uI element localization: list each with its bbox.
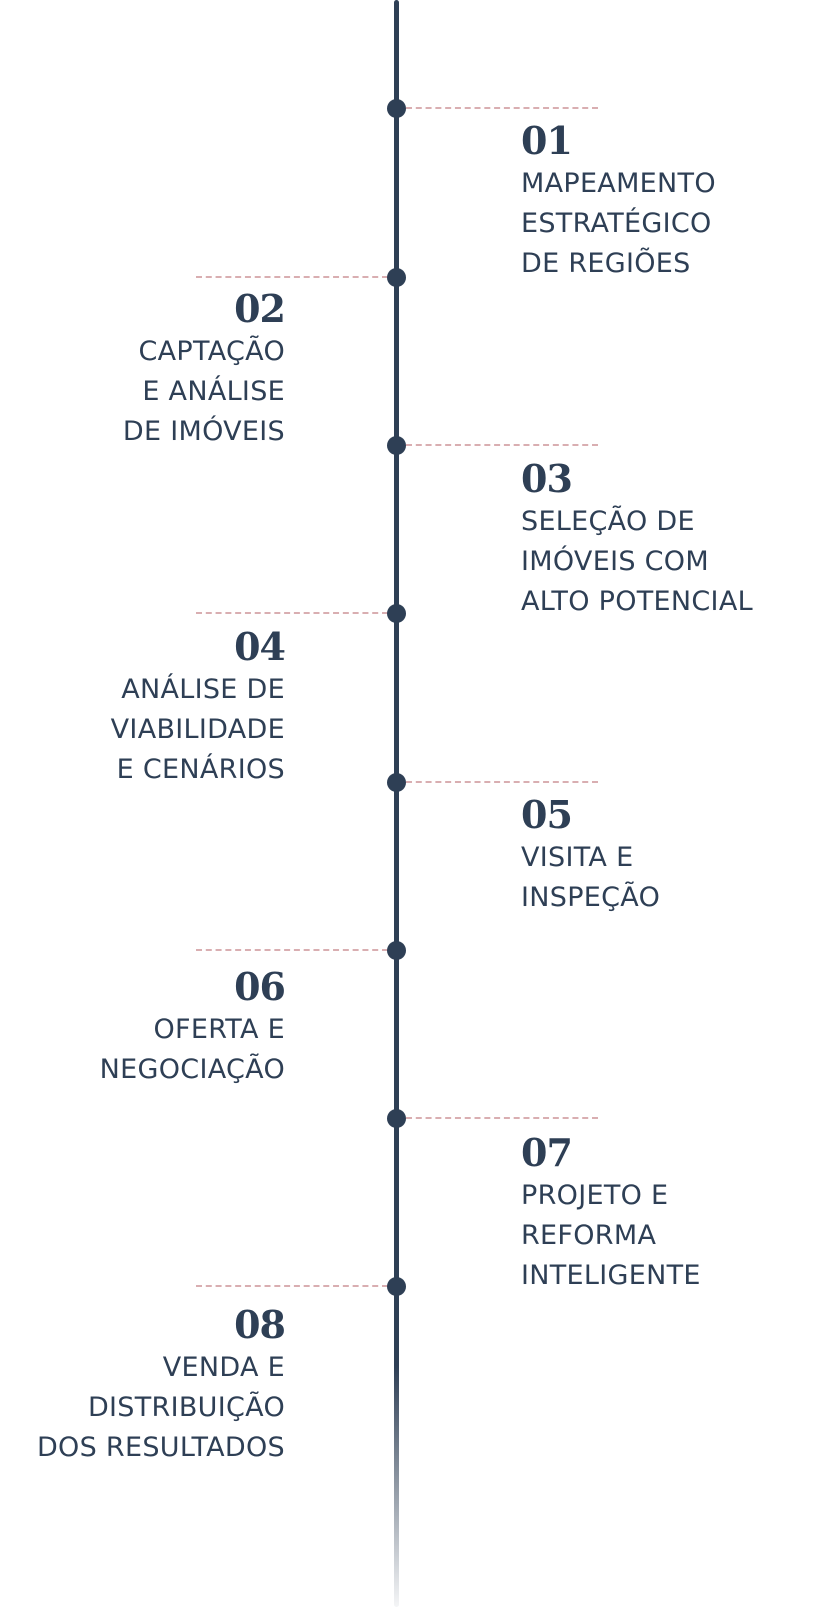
step-label-line: CAPTAÇÃO <box>138 336 285 367</box>
step-number: 04 <box>234 624 286 669</box>
step-label-line: E CENÁRIOS <box>116 754 285 785</box>
step-number: 05 <box>521 792 573 837</box>
connector-dash <box>196 1285 388 1287</box>
step-label-line: INSPEÇÃO <box>521 882 661 913</box>
step-label-line: NEGOCIAÇÃO <box>99 1054 285 1085</box>
connector-dash <box>406 107 598 109</box>
step-number: 01 <box>521 118 573 163</box>
step-label-line: MAPEAMENTO <box>521 168 716 199</box>
timeline-dot <box>387 604 406 623</box>
connector-dash <box>406 444 598 446</box>
timeline-step-02: 02 CAPTAÇÃO E ANÁLISE DE IMÓVEIS <box>0 286 286 452</box>
step-label-line: DOS RESULTADOS <box>36 1432 285 1463</box>
timeline-step-07: 07 PROJETO E REFORMA INTELIGENTE <box>521 1134 813 1296</box>
timeline-step-04: 04 ANÁLISE DE VIABILIDADE E CENÁRIOS <box>0 624 286 790</box>
connector-dash <box>196 276 388 278</box>
step-label-line: PROJETO E <box>521 1180 669 1211</box>
step-label-line: INTELIGENTE <box>521 1260 701 1291</box>
step-label-line: DISTRIBUIÇÃO <box>87 1392 285 1423</box>
step-label-line: OFERTA E <box>153 1014 285 1045</box>
step-label-line: DE REGIÕES <box>521 248 691 279</box>
step-label-line: REFORMA <box>521 1220 657 1251</box>
step-number: 03 <box>521 456 573 501</box>
step-label-line: SELEÇÃO DE <box>521 506 695 537</box>
timeline-dot <box>387 1109 406 1128</box>
timeline-dot <box>387 941 406 960</box>
timeline-step-06: 06 OFERTA E NEGOCIAÇÃO <box>0 964 286 1090</box>
timeline-dot <box>387 436 406 455</box>
step-number: 07 <box>521 1130 573 1175</box>
step-label-line: IMÓVEIS COM <box>521 546 709 577</box>
timeline-dot <box>387 268 406 287</box>
step-label-line: E ANÁLISE <box>142 376 285 407</box>
step-number: 08 <box>234 1302 286 1347</box>
timeline-dot <box>387 99 406 118</box>
timeline-step-03: 03 SELEÇÃO DE IMÓVEIS COM ALTO POTENCIAL <box>521 460 813 622</box>
step-label-line: ANÁLISE DE <box>121 674 285 705</box>
step-label-line: DE IMÓVEIS <box>122 416 285 447</box>
step-label-line: ESTRATÉGICO <box>521 208 712 239</box>
step-label-line: VIABILIDADE <box>110 714 285 745</box>
timeline-step-08: 08 VENDA E DISTRIBUIÇÃO DOS RESULTADOS <box>0 1302 286 1468</box>
connector-dash <box>406 1117 598 1119</box>
timeline-dot <box>387 773 406 792</box>
timeline-step-05: 05 VISITA E INSPEÇÃO <box>521 796 813 918</box>
connector-dash <box>406 781 598 783</box>
step-number: 02 <box>234 286 286 331</box>
step-number: 06 <box>234 964 286 1009</box>
step-label-line: VENDA E <box>162 1352 285 1383</box>
timeline-line <box>394 0 399 1607</box>
connector-dash <box>196 612 388 614</box>
connector-dash <box>196 949 388 951</box>
timeline-step-01: 01 MAPEAMENTO ESTRATÉGICO DE REGIÕES <box>521 122 813 284</box>
step-label-line: VISITA E <box>521 842 634 873</box>
step-label-line: ALTO POTENCIAL <box>521 586 753 617</box>
timeline-dot <box>387 1277 406 1296</box>
